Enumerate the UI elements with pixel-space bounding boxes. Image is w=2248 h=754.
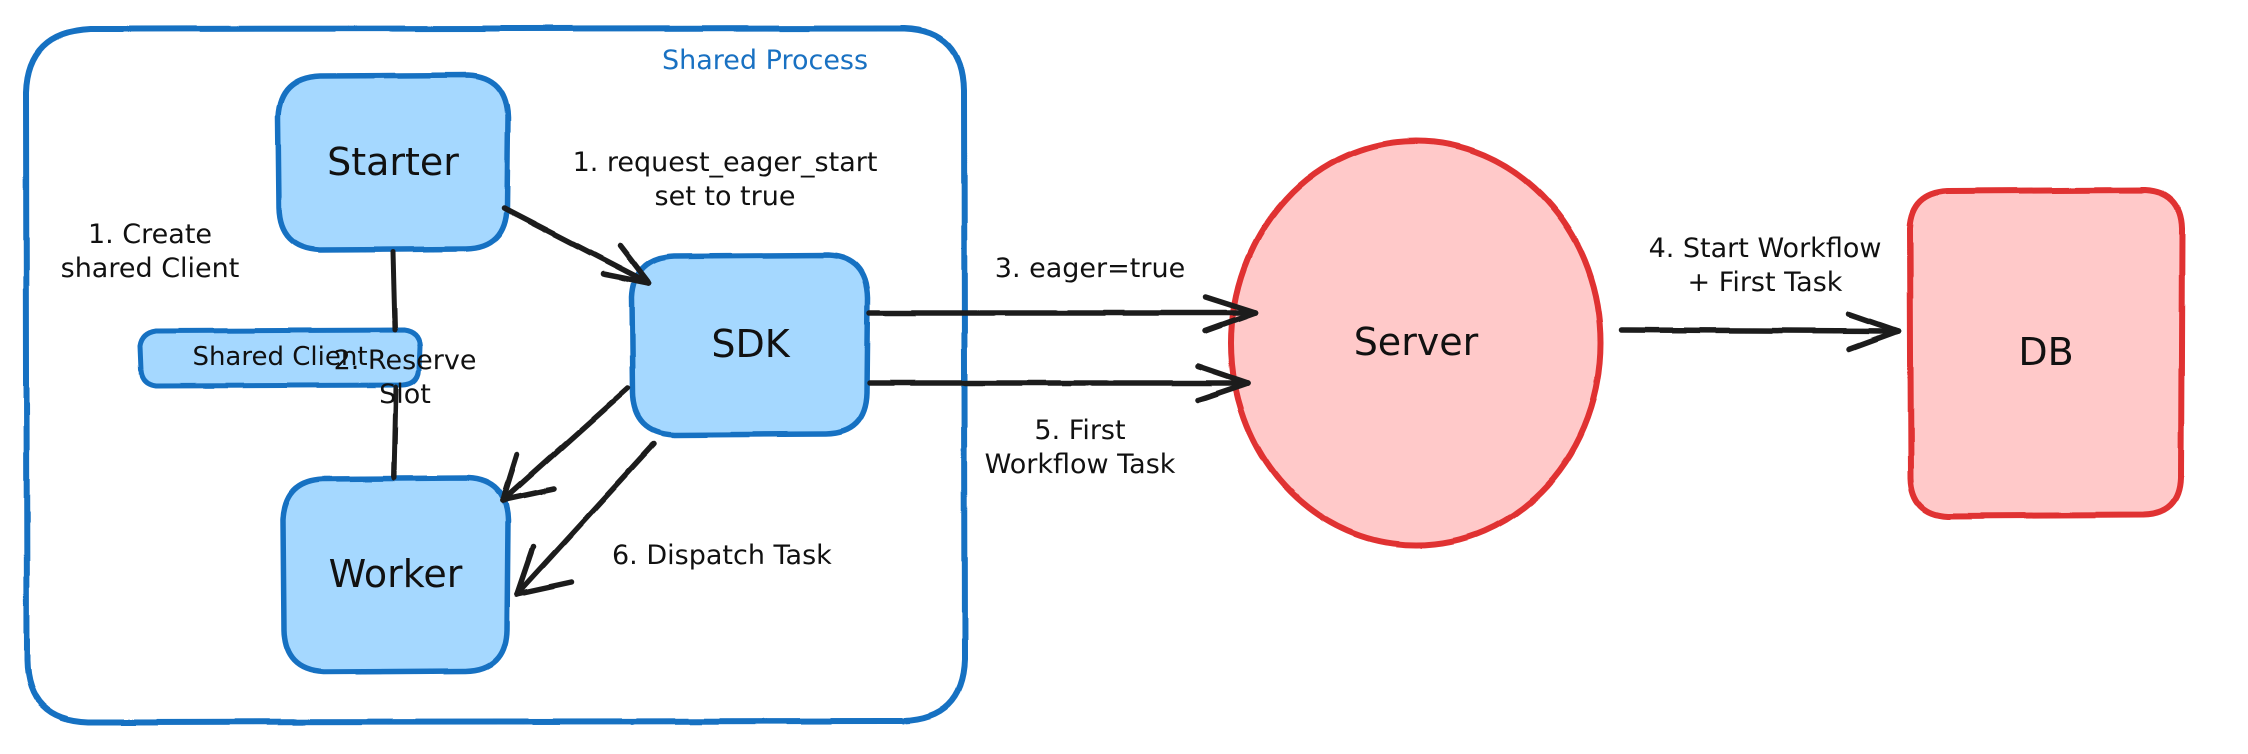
node-starter-shape[interactable] — [275, 72, 511, 253]
edge-5-sdk-server — [867, 363, 1251, 403]
edges-group — [390, 205, 1901, 597]
shared-process-container — [23, 25, 968, 725]
shared-process-title: Shared Process — [662, 45, 869, 76]
edge-label-reserve-slot: 2. Reserve Slot — [333, 345, 477, 410]
edge-label-dispatch-task: 6. Dispatch Task — [612, 540, 832, 571]
edge-3-sdk-server — [867, 294, 1258, 334]
edge-6-sdk-worker — [514, 441, 657, 597]
edge-1-starter-sdk — [501, 205, 652, 286]
edge-starter-shared-client — [390, 249, 398, 333]
node-sdk-shape[interactable] — [629, 252, 871, 438]
edge-2-sdk-worker — [500, 385, 631, 503]
edge-label-request-eager-start: 1. request_eager_start set to true — [572, 147, 878, 212]
edge-label-first-workflow-task: 5. First Workflow Task — [984, 415, 1176, 480]
node-db-shape[interactable] — [1907, 187, 2185, 519]
node-worker-shape[interactable] — [280, 475, 511, 675]
edge-label-eager-true: 3. eager=true — [994, 253, 1186, 284]
node-shared-client-shape[interactable] — [137, 327, 423, 389]
edge-shared-client-worker — [391, 384, 399, 481]
edge-4-server-db — [1618, 311, 1901, 352]
node-server-shape[interactable] — [1228, 138, 1604, 548]
edge-label-create-shared-client: 1. Create shared Client — [60, 219, 240, 284]
edge-label-start-workflow: 4. Start Workflow + First Task — [1648, 233, 1882, 298]
